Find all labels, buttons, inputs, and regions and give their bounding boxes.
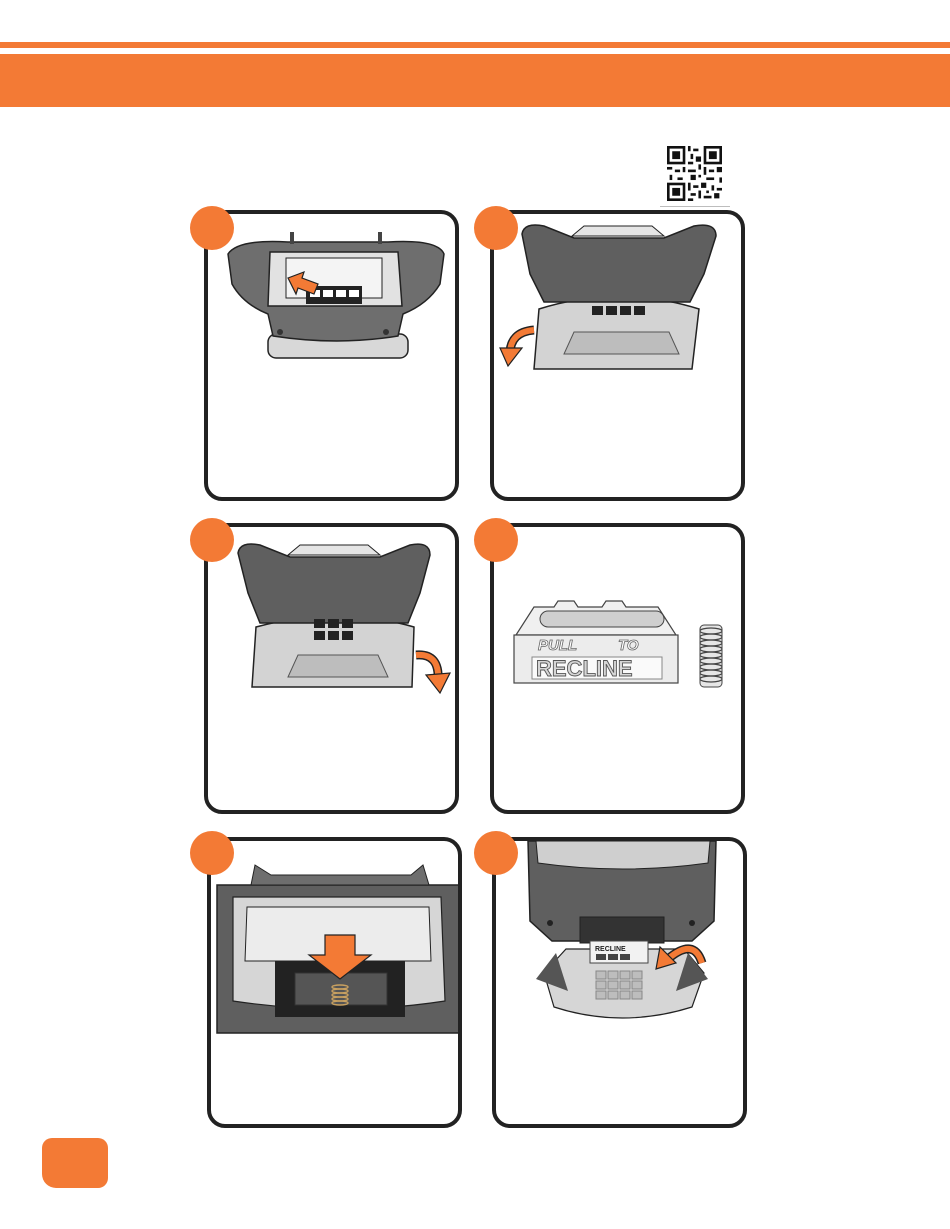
step-3-panel — [204, 523, 459, 814]
step-6-panel: RECLINE — [492, 837, 747, 1128]
qr-code[interactable] — [667, 146, 722, 201]
step-2-badge — [474, 206, 518, 250]
step-4-badge — [474, 518, 518, 562]
step-1-panel — [204, 210, 459, 501]
qr-underline — [660, 206, 730, 207]
step-3-illustration — [208, 527, 459, 814]
pull-label: PULL — [538, 637, 577, 654]
to-label: TO — [618, 637, 639, 654]
step-3-badge — [190, 518, 234, 562]
step-6-badge — [474, 831, 518, 875]
step-1-badge — [190, 206, 234, 250]
step-4-panel: PULL TO RECLINE — [490, 523, 745, 814]
page-number-tab — [42, 1138, 108, 1188]
spring-part — [700, 625, 722, 687]
step-4-illustration: PULL TO RECLINE — [494, 527, 745, 814]
step-2-panel — [490, 210, 745, 501]
step-5-panel — [207, 837, 462, 1128]
step-1-illustration — [208, 214, 459, 501]
recline-label: RECLINE — [536, 656, 633, 681]
step-5-badge — [190, 831, 234, 875]
step-5-illustration — [211, 841, 462, 1128]
step-6-illustration: RECLINE — [496, 841, 747, 1128]
recline-handle-part: PULL TO RECLINE — [514, 601, 678, 683]
recline-label-small: RECLINE — [595, 946, 626, 953]
header-rule — [0, 42, 950, 48]
step-2-illustration — [494, 214, 745, 501]
header-banner — [0, 54, 950, 107]
